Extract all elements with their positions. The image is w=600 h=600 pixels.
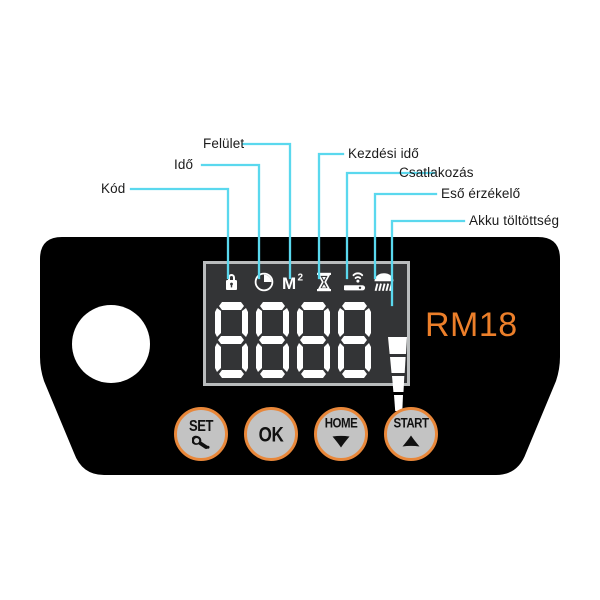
home-button[interactable]: HOME — [314, 407, 368, 461]
knob-opening — [72, 305, 150, 383]
start-button[interactable]: START — [384, 407, 438, 461]
digit-3 — [297, 300, 330, 378]
lock-icon — [224, 271, 239, 293]
brand-wordmark: RM18 — [425, 306, 518, 344]
set-button[interactable]: SET — [174, 407, 228, 461]
callout-label-kezdesi-ido: Kezdési idő — [348, 146, 419, 161]
svg-text:M: M — [282, 274, 296, 292]
callout-label-ido: Idő — [174, 157, 194, 172]
lcd-display: M 2 — [203, 261, 410, 411]
callout-label-akku-toltottseg: Akku töltöttség — [469, 213, 560, 228]
callout-label-csatlakozas: Csatlakozás — [399, 165, 474, 180]
lcd-status-icon-row: M 2 — [206, 267, 407, 297]
digit-2 — [256, 300, 289, 378]
square-meter-icon: M 2 — [282, 271, 308, 293]
triangle-up-icon — [402, 434, 420, 449]
wifi-router-icon — [344, 271, 366, 293]
battery-level-icon — [387, 337, 411, 413]
wrench-icon — [191, 435, 211, 450]
rain-sensor-icon — [372, 271, 396, 293]
hourglass-icon — [316, 271, 332, 293]
start-button-label: START — [393, 417, 429, 432]
svg-text:2: 2 — [298, 273, 304, 284]
triangle-down-icon — [332, 434, 350, 449]
clock-icon — [254, 271, 274, 293]
digit-1 — [215, 300, 248, 378]
seven-segment-digits — [215, 300, 407, 411]
ok-button[interactable]: OK — [244, 407, 298, 461]
digit-4 — [338, 300, 371, 378]
ok-button-label: OK — [258, 422, 284, 446]
set-button-label: SET — [188, 416, 214, 434]
callout-label-kod: Kód — [101, 181, 126, 196]
home-button-label: HOME — [324, 417, 358, 432]
callout-label-eso-erzekelo: Eső érzékelő — [441, 186, 521, 201]
callout-label-felulet: Felület — [203, 136, 245, 151]
